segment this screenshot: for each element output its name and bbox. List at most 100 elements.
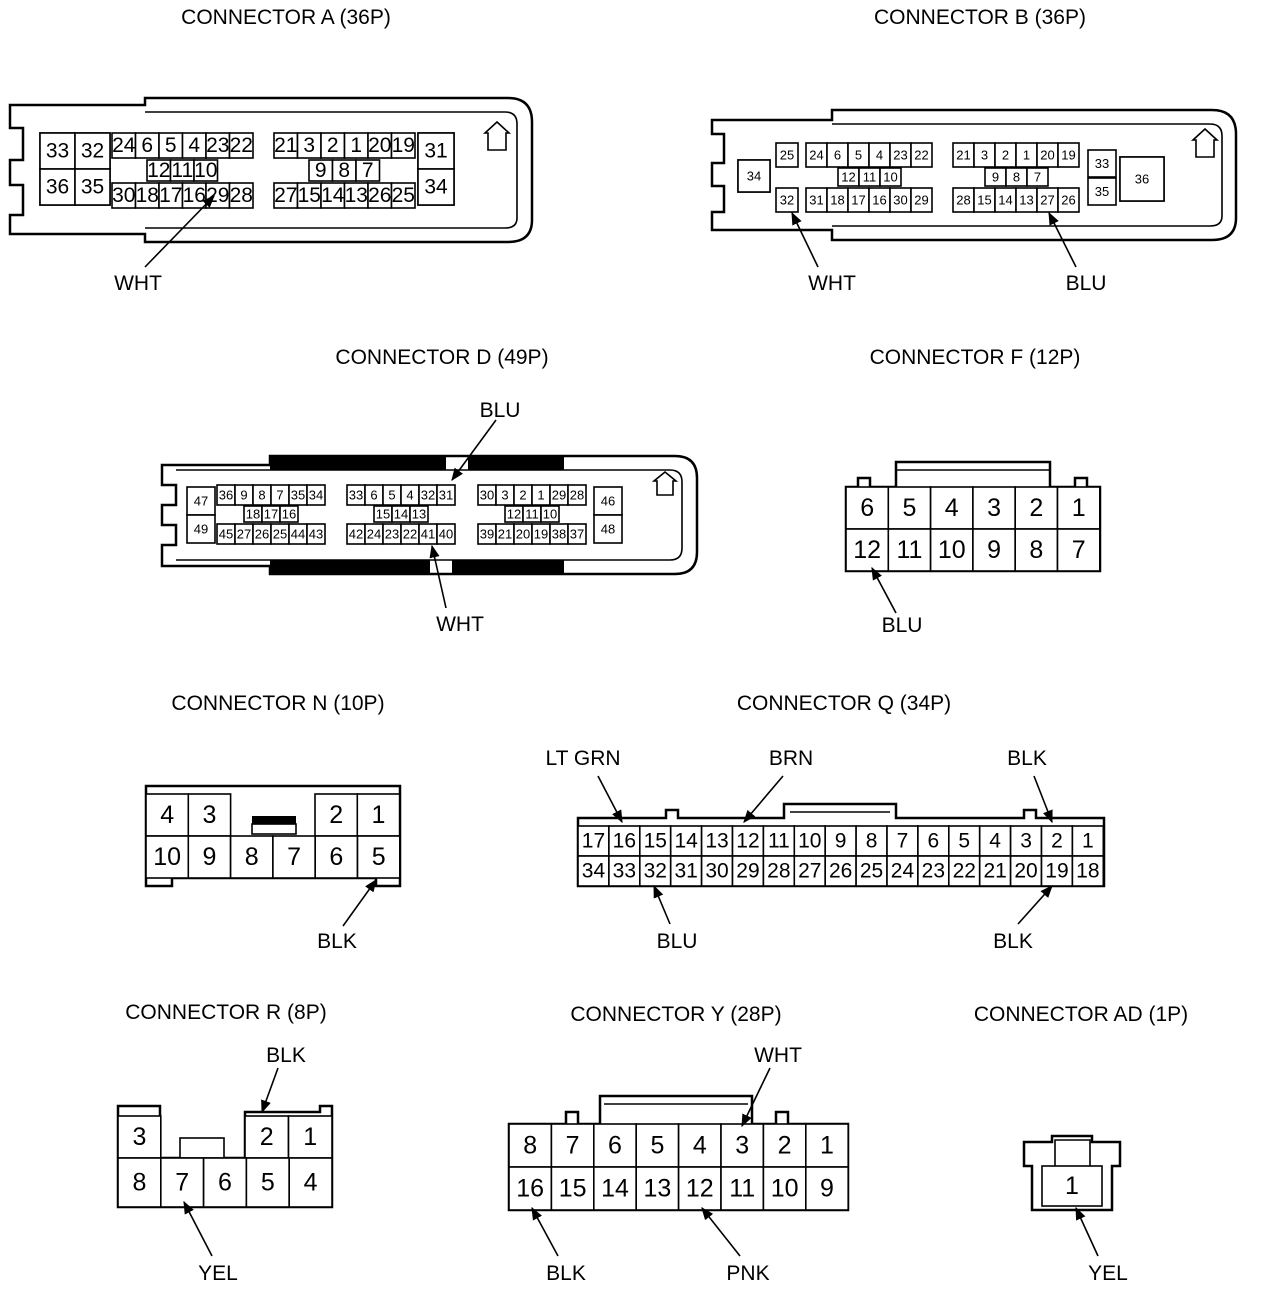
wire-label-wht: WHT — [436, 613, 484, 636]
pin-number: 28 — [230, 184, 253, 207]
pin-number: 22 — [953, 860, 976, 883]
pin-cavity — [117, 1115, 162, 1159]
pin-number: 10 — [883, 170, 897, 185]
pin-cavity — [567, 523, 587, 545]
pin-number: 3 — [981, 148, 988, 163]
pin-number: 22 — [914, 148, 928, 163]
pin-cavity — [592, 1123, 637, 1168]
pin-number: 26 — [1061, 193, 1075, 208]
pin-number: 4 — [945, 494, 959, 522]
pin-number: 3 — [132, 1123, 146, 1151]
pin-number: 15 — [376, 507, 390, 522]
pin-number: 25 — [392, 184, 415, 207]
pin-number: 4 — [693, 1132, 707, 1160]
pin-number: 38 — [552, 527, 566, 542]
pin-cavity — [635, 1166, 680, 1211]
pin-number: 14 — [394, 507, 408, 522]
pin-number: 6 — [329, 843, 343, 871]
pin-number: 5 — [958, 830, 970, 853]
pin-number: 14 — [998, 193, 1012, 208]
pin-cavity — [229, 835, 274, 879]
pin-number: 29 — [206, 184, 229, 207]
pin-number: 4 — [160, 801, 174, 829]
pin-number: 19 — [1061, 148, 1075, 163]
pin-number: 29 — [736, 860, 759, 883]
pin-number: 23 — [893, 148, 907, 163]
pin-number: 3 — [501, 488, 508, 503]
pin-number: 27 — [798, 860, 821, 883]
pin-number: 31 — [809, 193, 823, 208]
pin-number: 35 — [1095, 184, 1109, 199]
pin-number: 6 — [370, 488, 377, 503]
pin-number: 30 — [893, 193, 907, 208]
pin-number: 13 — [412, 507, 426, 522]
wire-label-blk: BLK — [1007, 747, 1047, 770]
wire-label-wht: WHT — [114, 272, 162, 295]
pin-cavity — [608, 825, 641, 857]
connector-n-title: CONNECTOR N (10P) — [171, 692, 384, 715]
pin-number: 17 — [851, 193, 865, 208]
pin-number: 40 — [439, 527, 453, 542]
pin-number: 12 — [507, 507, 521, 522]
pin-number: 48 — [601, 522, 615, 537]
pin-number: 33 — [349, 488, 363, 503]
pin-number: 19 — [392, 134, 415, 157]
pin-number: 6 — [834, 148, 841, 163]
pin-number: 2 — [260, 1123, 274, 1151]
pin-number: 8 — [1013, 170, 1020, 185]
pin-cavity — [947, 855, 981, 887]
pin-cavity — [228, 182, 254, 209]
pin-number: 27 — [237, 527, 251, 542]
pin-number: 18 — [1076, 860, 1099, 883]
pin-cavity — [737, 159, 771, 193]
pin-cavity — [186, 514, 216, 544]
pin-number: 2 — [329, 801, 343, 829]
pin-number: 7 — [1072, 536, 1086, 564]
wire-label-blu: BLU — [480, 399, 521, 422]
pin-cavity — [540, 505, 560, 523]
wire-label-blk: BLK — [317, 930, 357, 953]
pin-number: 17 — [582, 830, 605, 853]
pin-number: 33 — [1095, 156, 1109, 171]
pin-number: 8 — [338, 159, 350, 182]
pin-number: 20 — [1014, 860, 1037, 883]
pin-number: 15 — [644, 830, 667, 853]
pin-cavity — [1041, 1165, 1103, 1207]
pin-number: 8 — [258, 488, 265, 503]
pin-cavity — [436, 484, 456, 506]
pin-number: 11 — [863, 170, 877, 185]
pin-number: 6 — [860, 494, 874, 522]
pin-number: 30 — [480, 488, 494, 503]
pin-number: 18 — [830, 193, 844, 208]
pin-number: 7 — [566, 1132, 580, 1160]
pin-cavity — [508, 1123, 553, 1168]
pin-cavity — [669, 855, 703, 887]
pin-number: 9 — [992, 170, 999, 185]
pin-number: 35 — [291, 488, 305, 503]
pin-number: 11 — [525, 507, 539, 522]
wire-label-wht: WHT — [808, 272, 856, 295]
pin-number: 10 — [771, 1175, 799, 1203]
pin-number: 5 — [165, 134, 177, 157]
pin-number: 12 — [736, 830, 759, 853]
pin-number: 6 — [218, 1169, 232, 1197]
pin-cavity — [145, 793, 190, 837]
pin-number: 16 — [183, 184, 206, 207]
pin-cavity — [306, 484, 326, 506]
pin-cavity — [272, 835, 316, 879]
pin-number: 23 — [922, 860, 945, 883]
pin-cavity — [355, 159, 381, 182]
pin-cavity — [677, 1123, 722, 1168]
pin-number: 30 — [705, 860, 728, 883]
wire-label-blu: BLU — [882, 614, 923, 637]
pin-cavity — [1057, 187, 1080, 213]
pin-cavity — [356, 793, 401, 837]
